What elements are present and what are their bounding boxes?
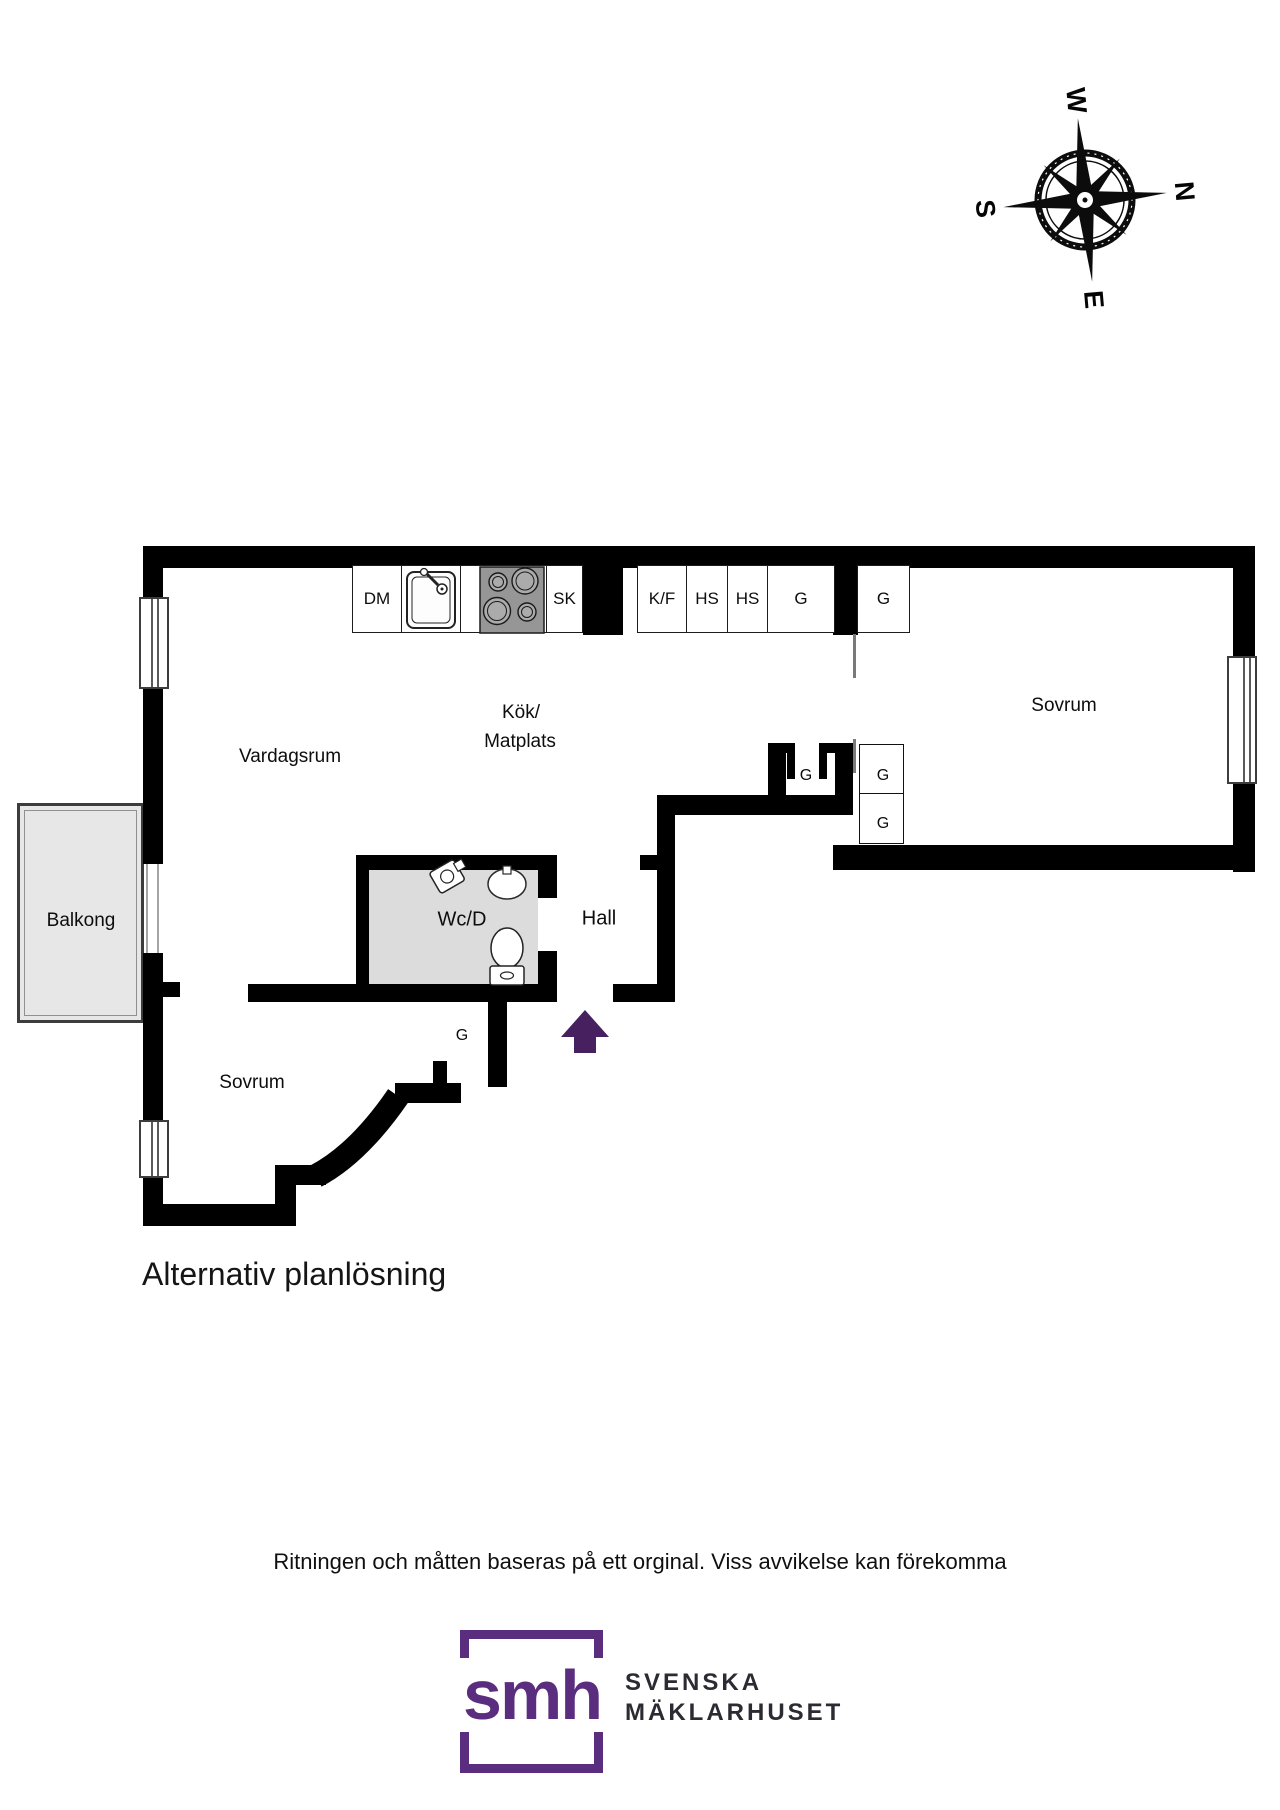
wall-segment <box>820 743 853 753</box>
window-pane-line <box>1249 658 1251 782</box>
room-label-kok-line2: Matplats <box>484 731 556 752</box>
kitchen-unit-stove-cell <box>460 565 547 633</box>
room-label-kok-line1: Kök/ <box>501 702 541 723</box>
balcony-door-line <box>146 864 148 953</box>
compass-north-label: N <box>1169 180 1201 202</box>
room-label-hall: Hall <box>581 907 617 930</box>
wall-segment <box>143 688 163 864</box>
wardrobe-box <box>859 793 904 844</box>
wall-segment <box>835 743 853 815</box>
wall-segment <box>768 743 794 753</box>
wall-segment <box>538 951 557 1002</box>
kitchen-unit-hs-left: HS <box>686 565 728 633</box>
window <box>139 597 169 689</box>
balcony-inner-outline <box>24 810 137 1016</box>
kitchen-unit-hs-right: HS <box>727 565 768 633</box>
plan-title: Alternativ planlösning <box>142 1256 447 1292</box>
wall-segment <box>787 743 795 779</box>
unit-label: K/F <box>648 589 676 608</box>
unit-label: G <box>876 589 891 608</box>
wall-segment <box>833 546 858 635</box>
wall-segment <box>640 855 657 870</box>
wall-segment <box>1233 546 1255 658</box>
brand-name-line1: SVENSKA <box>625 1669 763 1696</box>
logo-monogram: smh <box>452 1658 612 1732</box>
bedroom-cabinet-g: G <box>857 565 910 633</box>
room-label-wcd: Wc/D <box>437 908 487 931</box>
room-label-sovrum-right: Sovrum <box>1031 695 1097 716</box>
wardrobe-label-lower: G <box>876 815 890 832</box>
unit-label: HS <box>695 589 719 608</box>
wall-segment <box>275 1165 296 1210</box>
wall-segment <box>768 743 786 815</box>
balcony-area <box>17 803 144 1023</box>
entry-arrow-icon <box>561 1010 609 1053</box>
room-label-balkong: Balkong <box>46 910 116 931</box>
wall-segment <box>248 984 557 1002</box>
wall-segment <box>583 546 623 635</box>
wall-segment <box>538 860 557 898</box>
wardrobe-box <box>859 744 904 794</box>
wall-segment <box>143 1204 296 1226</box>
wall-segment <box>356 855 369 1002</box>
wall-segment <box>143 546 1255 568</box>
wall-segment <box>657 795 675 1002</box>
disclaimer-text: Ritningen och måtten baseras på ett orgi… <box>273 1549 1007 1574</box>
wall-segment <box>162 982 180 997</box>
unit-label: G <box>794 589 808 608</box>
window <box>139 1120 169 1178</box>
unit-label: DM <box>363 589 391 608</box>
wall-segment <box>433 1061 447 1085</box>
sliding-door-line <box>853 739 856 773</box>
room-label-vardagsrum: Vardagsrum <box>238 746 342 767</box>
wall-segment <box>833 845 1255 870</box>
unit-label: HS <box>735 589 760 608</box>
compass-south-label: S <box>970 198 1001 219</box>
wall-segment <box>143 953 163 1122</box>
compass-east-label: E <box>1078 289 1109 310</box>
kitchen-unit-sink <box>401 565 461 633</box>
window-pane-line <box>157 1122 159 1176</box>
wardrobe-label-upper: G <box>876 767 890 784</box>
kitchen-unit-cabinet-g: G <box>767 565 835 633</box>
kitchen-unit-tall-cabinet: SK <box>546 565 583 633</box>
curved-wall <box>310 1089 408 1187</box>
wall-segment <box>356 855 557 870</box>
room-label-sovrum-left: Sovrum <box>219 1072 285 1093</box>
window-pane-line <box>151 1122 153 1176</box>
wall-segment <box>296 1165 326 1185</box>
balcony-door-line <box>157 864 159 953</box>
brand-name-line2: MÄKLARHUSET <box>625 1699 844 1726</box>
compass-rose-icon: N E S W <box>970 86 1201 310</box>
compass-west-label: W <box>1060 86 1092 115</box>
wall-segment <box>819 743 827 779</box>
wall-segment <box>488 990 507 1087</box>
window-pane-line <box>151 599 153 687</box>
window-pane-line <box>1243 658 1245 782</box>
kitchen-unit-fridge-freezer: K/F <box>637 565 687 633</box>
brand-name: SVENSKA MÄKLARHUSET <box>625 1668 843 1728</box>
wardrobe-label-hall-closet: G <box>799 767 813 784</box>
wardrobe-label-small-bedroom: G <box>455 1027 469 1044</box>
sliding-door-line <box>853 634 856 678</box>
wall-segment <box>143 546 163 599</box>
wall-segment <box>657 795 853 815</box>
window-pane-line <box>157 599 159 687</box>
kitchen-unit-dishwasher: DM <box>352 565 402 633</box>
wall-segment <box>395 1083 461 1103</box>
unit-label: SK <box>553 589 576 608</box>
window <box>1227 656 1257 784</box>
